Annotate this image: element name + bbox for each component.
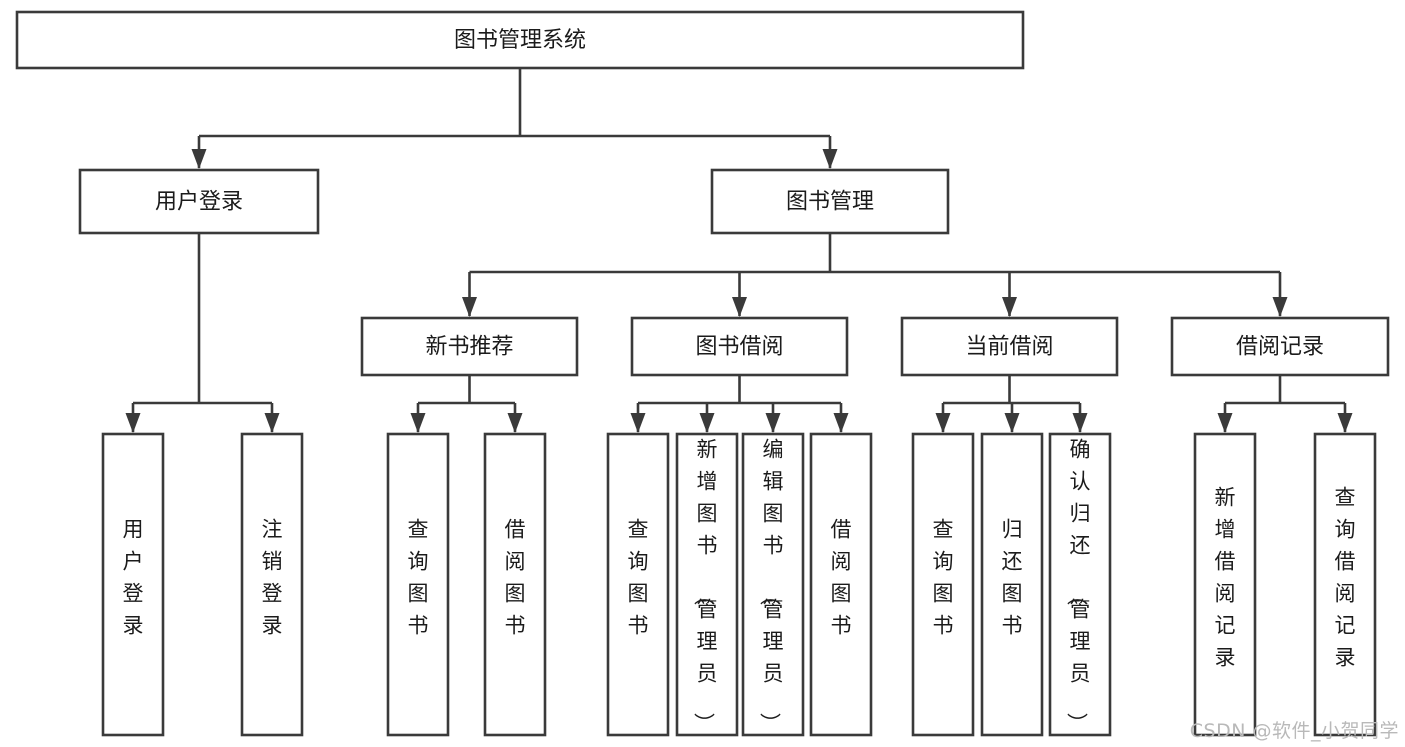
node-leaf-query-book-recommend[interactable]: 查询图书 xyxy=(386,432,450,737)
node-label: 图书管理 xyxy=(786,190,874,215)
arrow-head-icon xyxy=(191,149,207,169)
node-book-manage[interactable]: 图书管理 xyxy=(710,168,950,235)
arrow-head-icon xyxy=(462,297,477,317)
edge-recommend-to-leaves xyxy=(410,375,523,433)
arrow-head-icon xyxy=(935,413,951,433)
edge-current-to-leaves xyxy=(935,375,1088,433)
node-layer: 图书管理系统用户登录图书管理新书推荐图书借阅当前借阅借阅记录用户登录注销登录查询… xyxy=(15,10,1390,737)
arrow-head-icon xyxy=(125,413,141,433)
node-box[interactable] xyxy=(980,432,1044,737)
node-leaf-user-login[interactable]: 用户登录 xyxy=(101,432,165,737)
node-leaf-query-book-current[interactable]: 查询图书 xyxy=(911,432,975,737)
edge-root-to-level2 xyxy=(191,68,838,169)
node-label: 查询图书 xyxy=(933,518,954,638)
node-box[interactable] xyxy=(483,432,547,737)
node-root[interactable]: 图书管理系统 xyxy=(15,10,1025,70)
arrow-head-icon xyxy=(507,413,523,433)
node-leaf-borrow-book[interactable]: 借阅图书 xyxy=(809,432,873,737)
arrow-head-icon xyxy=(1002,297,1017,317)
node-label: 借阅记录 xyxy=(1236,335,1324,360)
arrow-head-icon xyxy=(833,413,849,433)
node-label: 图书借阅 xyxy=(695,335,783,360)
node-box[interactable] xyxy=(1193,432,1257,737)
node-label: 借阅图书 xyxy=(505,518,526,638)
node-leaf-add-borrow-record[interactable]: 新增借阅记录 xyxy=(1193,432,1257,737)
node-box[interactable] xyxy=(900,316,1119,377)
node-label: 借阅图书 xyxy=(831,518,852,638)
node-box[interactable] xyxy=(1170,316,1390,377)
arrow-head-icon xyxy=(1272,297,1288,317)
node-label: 当前借阅 xyxy=(965,335,1053,360)
node-box[interactable] xyxy=(741,432,805,737)
node-label: 新书推荐 xyxy=(425,335,513,360)
arrow-head-icon xyxy=(1337,413,1353,433)
node-leaf-edit-book-admin[interactable]: 编辑图书（管理员） xyxy=(741,432,805,737)
node-label: 注销登录 xyxy=(262,518,283,638)
node-box[interactable] xyxy=(101,432,165,737)
node-box[interactable] xyxy=(630,316,849,377)
node-label: 查询图书 xyxy=(408,518,429,638)
node-leaf-add-book-admin[interactable]: 新增图书（管理员） xyxy=(675,432,739,737)
edge-record-to-leaves xyxy=(1217,375,1353,433)
node-leaf-logout[interactable]: 注销登录 xyxy=(240,432,304,737)
arrow-head-icon xyxy=(1072,413,1088,433)
node-label: 图书管理系统 xyxy=(454,28,586,53)
node-box[interactable] xyxy=(15,10,1025,70)
node-leaf-borrow-book-recommend[interactable]: 借阅图书 xyxy=(483,432,547,737)
node-leaf-confirm-return-admin[interactable]: 确认归还（管理员） xyxy=(1048,432,1112,737)
node-leaf-return-book[interactable]: 归还图书 xyxy=(980,432,1044,737)
arrow-head-icon xyxy=(1004,413,1020,433)
node-label: 归还图书 xyxy=(1002,518,1023,638)
node-box[interactable] xyxy=(360,316,579,377)
arrow-head-icon xyxy=(1217,413,1233,433)
node-box[interactable] xyxy=(710,168,950,235)
arrow-head-icon xyxy=(822,149,838,169)
arrow-head-icon xyxy=(732,297,747,317)
connector-layer xyxy=(125,68,1353,433)
node-leaf-query-book-borrow[interactable]: 查询图书 xyxy=(606,432,670,737)
node-box[interactable] xyxy=(386,432,450,737)
node-label: 查询图书 xyxy=(628,518,649,638)
node-label: 新增图书（管理员） xyxy=(692,438,718,734)
node-label: 查询借阅记录 xyxy=(1335,486,1356,670)
arrow-head-icon xyxy=(630,413,646,433)
csdn-watermark: CSDN @软件_小贺同学 xyxy=(1189,720,1399,742)
edge-bookmanage-to-level3 xyxy=(462,233,1288,317)
node-label: 确认归还（管理员） xyxy=(1065,438,1091,734)
node-book-borrow[interactable]: 图书借阅 xyxy=(630,316,849,377)
arrow-head-icon xyxy=(264,413,280,433)
arrow-head-icon xyxy=(699,413,715,433)
arrow-head-icon xyxy=(410,413,426,433)
node-box[interactable] xyxy=(78,168,320,235)
node-label: 新增借阅记录 xyxy=(1215,486,1236,670)
edge-userlogin-to-leaves xyxy=(125,233,280,433)
node-box[interactable] xyxy=(911,432,975,737)
arrow-head-icon xyxy=(765,413,781,433)
node-label: 用户登录 xyxy=(123,518,144,638)
node-new-book-recommend[interactable]: 新书推荐 xyxy=(360,316,579,377)
node-label: 编辑图书（管理员） xyxy=(758,438,784,734)
node-user-login[interactable]: 用户登录 xyxy=(78,168,320,235)
node-box[interactable] xyxy=(1313,432,1377,737)
node-label: 用户登录 xyxy=(155,190,243,215)
node-borrow-record[interactable]: 借阅记录 xyxy=(1170,316,1390,377)
node-box[interactable] xyxy=(809,432,873,737)
node-leaf-query-borrow-record[interactable]: 查询借阅记录 xyxy=(1313,432,1377,737)
node-current-borrow[interactable]: 当前借阅 xyxy=(900,316,1119,377)
edge-borrow-to-leaves xyxy=(630,375,849,433)
node-box[interactable] xyxy=(606,432,670,737)
node-box[interactable] xyxy=(240,432,304,737)
node-box[interactable] xyxy=(1048,432,1112,737)
node-box[interactable] xyxy=(675,432,739,737)
